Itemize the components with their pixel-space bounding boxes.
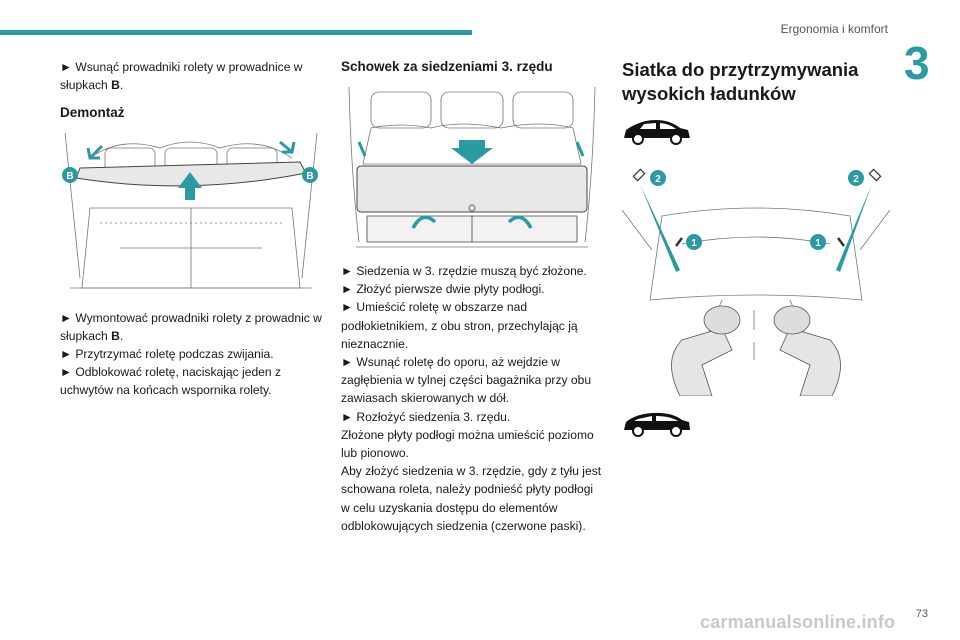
label-2-left-badge bbox=[650, 170, 666, 186]
left-intro: ► Wsunąć prowadniki rolety w prowadnice … bbox=[60, 60, 303, 93]
anchor-low-right-icon bbox=[837, 237, 845, 247]
left-step-3: ► Odblokować roletę, naciskając jeden z … bbox=[60, 365, 282, 398]
teal-pointer-right bbox=[836, 184, 872, 272]
label-2-right-badge bbox=[848, 170, 864, 186]
suv-icon-top bbox=[624, 120, 690, 145]
label-b-right-badge bbox=[302, 167, 318, 183]
stowed-roller-blind bbox=[356, 165, 588, 213]
arrow-down-icon bbox=[451, 140, 493, 164]
label-1-right: 1 bbox=[815, 238, 821, 249]
left-step-1: ► Wymontować prowadniki rolety z prowadn… bbox=[60, 311, 322, 344]
arrow-right-icon bbox=[279, 140, 296, 154]
anchor-low-left-icon bbox=[675, 237, 683, 247]
arrow-left-icon bbox=[86, 144, 104, 160]
page-number: 73 bbox=[915, 608, 928, 620]
left-step-2: ► Przytrzymać roletę podczas zwijania. bbox=[60, 347, 274, 361]
fold-arrow-left-icon bbox=[411, 215, 437, 229]
chapter-number: 3 bbox=[904, 37, 930, 89]
middle-line-2: ► Złożyć pierwsze dwie płyty podłogi. bbox=[341, 282, 545, 297]
label-1-left-badge bbox=[686, 234, 702, 250]
anchor-top-right-icon bbox=[868, 168, 882, 182]
arrow-up-icon bbox=[178, 172, 202, 200]
middle-line-4: ► Wsunąć roletę do oporu, aż wejdzie w z… bbox=[341, 355, 592, 406]
seat-left bbox=[671, 327, 733, 396]
label-b-right: B bbox=[306, 171, 313, 182]
heading-demontaz: Demontaż bbox=[60, 105, 125, 120]
label-b-left: B bbox=[66, 171, 73, 182]
heading-schowek: Schowek za siedzeniami 3. rzędu bbox=[341, 59, 553, 74]
headrest-left bbox=[703, 305, 741, 335]
label-1-left: 1 bbox=[691, 238, 697, 249]
header-accent-bar bbox=[0, 30, 472, 35]
arrow-down-left-icon bbox=[357, 141, 367, 157]
middle-line-1: ► Siedzenia w 3. rzędzie muszą być złożo… bbox=[341, 264, 587, 278]
middle-line-3: ► Umieścić roletę w obszarze nad podłoki… bbox=[341, 300, 578, 351]
figure-demontaz: B B bbox=[62, 132, 318, 289]
middle-line-7: Aby złożyć siedzenia w 3. rzędzie, gdy z… bbox=[341, 464, 602, 533]
middle-text: ► Siedzenia w 3. rzędzie muszą być złożo… bbox=[341, 262, 603, 535]
middle-line-6: Złożone płyty podłogi można umieścić poz… bbox=[341, 427, 594, 461]
figure-siatka: 2 2 1 1 bbox=[622, 168, 890, 396]
section-title: Ergonomia i komfort bbox=[780, 22, 888, 36]
suv-icon-bottom bbox=[624, 412, 690, 437]
heading-siatka: Siatka do przytrzymywania wysokich ładun… bbox=[622, 59, 859, 104]
watermark: carmanualsonline.info bbox=[700, 612, 896, 632]
seat-right bbox=[779, 327, 841, 396]
headrest-right bbox=[773, 305, 811, 335]
label-2-left: 2 bbox=[655, 174, 661, 185]
label-2-right: 2 bbox=[853, 174, 859, 185]
middle-line-5: ► Rozłożyć siedzenia 3. rzędu. bbox=[341, 409, 511, 424]
fold-arrow-right-icon bbox=[507, 215, 533, 229]
label-b-left-badge bbox=[62, 167, 78, 183]
figure-schowek bbox=[348, 86, 596, 248]
label-1-right-badge bbox=[810, 234, 826, 250]
arrow-down-right-icon bbox=[575, 141, 585, 157]
teal-pointer-left bbox=[640, 184, 680, 272]
anchor-top-left-icon bbox=[632, 168, 646, 182]
